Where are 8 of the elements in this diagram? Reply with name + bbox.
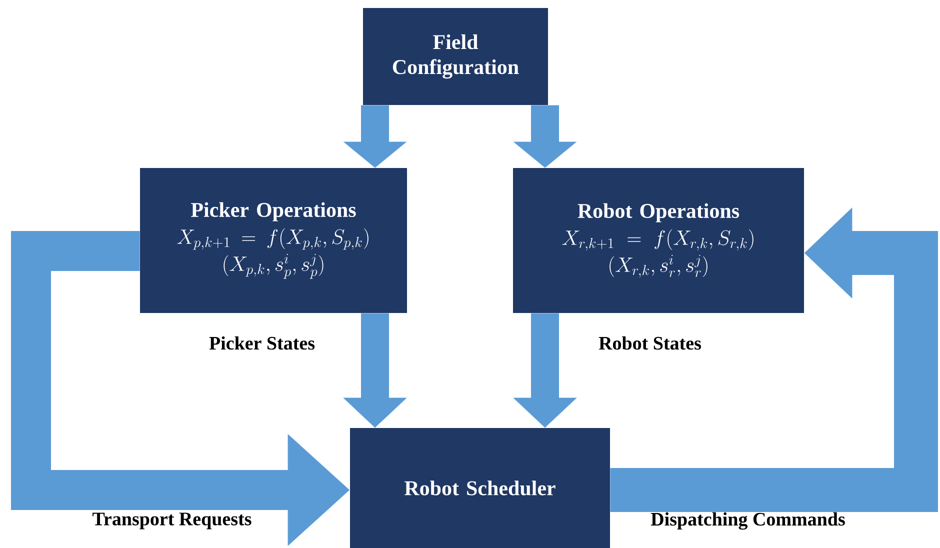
edge-label: Robot States: [598, 336, 701, 350]
process-box: Robot Operations $X_{r,k+1} = f(X_{r,k}, S_{r,k})$ $(X_{r,k}, s_r^i, s_r^j)$: [513, 168, 804, 313]
process-box: Picker Operations $X_{p,k+1} = f(X_{p,k}, S_{p,k})$ $(X_{p,k}, s_p^i, s_p^j)$: [140, 168, 407, 313]
process-box: Field Configuration: [363, 8, 548, 105]
process-box: Robot Scheduler: [350, 428, 610, 548]
edge-label: Picker States: [209, 336, 315, 350]
edge-label: Dispatching Commands: [650, 512, 845, 530]
edge-label: Transport Requests: [92, 512, 252, 530]
